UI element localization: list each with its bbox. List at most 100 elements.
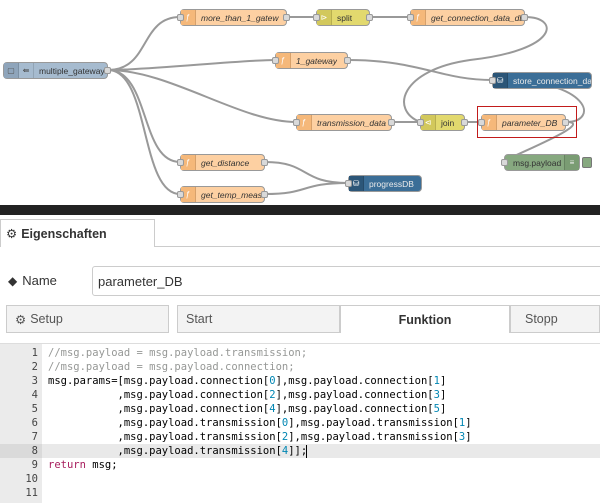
code-comment: //msg.payload = msg.payload.connection; <box>48 361 295 373</box>
line-number: 4 <box>0 388 38 402</box>
node-label: get_connection_data_db <box>426 13 524 23</box>
node-label: store_connection_data <box>508 76 591 86</box>
node-split[interactable]: ⊳ split <box>316 9 370 26</box>
gear-icon: ⚙ <box>6 226 17 241</box>
selection-highlight <box>477 106 577 138</box>
debug-toggle-button[interactable] <box>582 157 592 168</box>
node-label: get_temp_meas <box>196 190 262 200</box>
tab-start[interactable]: Start <box>177 305 340 333</box>
wire <box>265 183 348 194</box>
node-get-connection-data-db[interactable]: ƒ get_connection_data_db <box>410 9 525 26</box>
input-port[interactable] <box>177 191 184 198</box>
tab-label: Funktion <box>399 313 452 327</box>
output-port[interactable] <box>366 14 373 21</box>
node-label: more_than_1_gatew <box>196 13 279 23</box>
tab-label: Start <box>186 312 212 326</box>
line-number: 11 <box>0 486 38 500</box>
name-input[interactable] <box>92 266 600 296</box>
node-progressdb[interactable]: ⛁ progressDB <box>348 175 422 192</box>
input-port[interactable] <box>501 159 508 166</box>
code-line: ,msg.payload.transmission[0],msg.payload… <box>48 416 472 430</box>
line-number: 10 <box>0 472 38 486</box>
line-number: 9 <box>0 458 38 472</box>
code-editor[interactable]: 1 2 3 4 5 6 7 8 9 10 11 //msg.payload = … <box>0 343 600 503</box>
tab-label: Stopp <box>519 312 558 326</box>
line-number: 5 <box>0 402 38 416</box>
node-get-distance[interactable]: ƒ get_distance <box>180 154 265 171</box>
node-label: transmission_data <box>312 118 386 128</box>
tag-icon: ◆ <box>8 274 17 288</box>
properties-panel: ⚙ Eigenschaften ◆ Name ⚙ Setup Start Fun… <box>0 215 600 502</box>
node-label: msg.payload <box>505 158 561 168</box>
node-transmission-data[interactable]: ƒ transmission_data <box>296 114 392 131</box>
tab-stopp[interactable]: Stopp <box>510 305 600 333</box>
output-port[interactable] <box>521 14 528 21</box>
output-port[interactable] <box>388 119 395 126</box>
line-number: 8 <box>0 444 38 458</box>
code-line: //msg.payload = msg.payload.transmission… <box>48 346 307 360</box>
input-port[interactable] <box>272 57 279 64</box>
input-port[interactable] <box>489 77 496 84</box>
input-port[interactable] <box>313 14 320 21</box>
panel-divider[interactable] <box>0 205 600 215</box>
input-port[interactable] <box>293 119 300 126</box>
code-line: ,msg.payload.connection[2],msg.payload.c… <box>48 388 446 402</box>
node-label: get_distance <box>196 158 249 168</box>
debug-list-icon: ≡ <box>564 155 579 170</box>
input-port[interactable] <box>407 14 414 21</box>
node-label: join <box>436 118 454 128</box>
node-label: 1_gateway <box>291 56 337 66</box>
tab-underline <box>155 246 600 247</box>
gear-icon: ⚙ <box>15 312 26 327</box>
input-port[interactable] <box>177 14 184 21</box>
line-number: 7 <box>0 430 38 444</box>
wire <box>108 70 180 194</box>
output-port[interactable] <box>461 119 468 126</box>
output-port[interactable] <box>261 191 268 198</box>
code-line: return msg; <box>48 458 118 472</box>
line-number: 1 <box>0 346 38 360</box>
code-line: ,msg.payload.connection[4],msg.payload.c… <box>48 402 446 416</box>
line-number: 6 <box>0 416 38 430</box>
output-port[interactable] <box>344 57 351 64</box>
node-label: multiple_gateways <box>34 66 107 76</box>
name-label: ◆ Name <box>8 273 57 288</box>
code-line: //msg.payload = msg.payload.connection; <box>48 360 295 374</box>
wire <box>108 60 275 70</box>
node-msg-payload[interactable]: msg.payload ≡ <box>504 154 580 171</box>
node-get-temp-meas[interactable]: ƒ get_temp_meas <box>180 186 265 203</box>
output-port[interactable] <box>283 14 290 21</box>
input-port[interactable] <box>345 180 352 187</box>
input-port[interactable] <box>177 159 184 166</box>
text-cursor <box>306 445 307 458</box>
flow-wires <box>0 0 600 205</box>
wire <box>108 17 180 70</box>
output-port[interactable] <box>104 67 111 74</box>
code-line: msg.params=[msg.payload.connection[0],ms… <box>48 374 446 388</box>
tab-label: Eigenschaften <box>21 227 106 241</box>
node-join[interactable]: ⊲ join <box>420 114 465 131</box>
tab-label: Setup <box>30 312 63 326</box>
inject-button-icon[interactable]: ▢ <box>4 63 19 78</box>
tab-setup[interactable]: ⚙ Setup <box>6 305 169 333</box>
wire <box>265 162 348 183</box>
line-number: 2 <box>0 360 38 374</box>
node-label: split <box>332 13 352 23</box>
wire <box>108 70 180 162</box>
code-comment: //msg.payload = msg.payload.transmission… <box>48 347 307 359</box>
name-row: ◆ Name <box>0 263 600 299</box>
line-number: 3 <box>0 374 38 388</box>
node-more-than-1-gatew[interactable]: ƒ more_than_1_gatew <box>180 9 287 26</box>
arrow-in-icon: ⇚ <box>19 63 34 78</box>
tab-funktion[interactable]: Funktion <box>340 305 510 333</box>
node-1-gateway[interactable]: ƒ 1_gateway <box>275 52 348 69</box>
node-store-connection-data[interactable]: ⛁ store_connection_data <box>492 72 592 89</box>
tab-eigenschaften[interactable]: ⚙ Eigenschaften <box>0 219 155 247</box>
code-line: ,msg.payload.transmission[2],msg.payload… <box>48 430 472 444</box>
flow-canvas[interactable]: ▢ ⇚ multiple_gateways ƒ more_than_1_gate… <box>0 0 600 206</box>
code-line: ,msg.payload.transmission[4]]; <box>48 444 307 458</box>
node-multiple-gateways[interactable]: ▢ ⇚ multiple_gateways <box>3 62 108 79</box>
output-port[interactable] <box>261 159 268 166</box>
node-label: progressDB <box>364 179 414 189</box>
input-port[interactable] <box>417 119 424 126</box>
